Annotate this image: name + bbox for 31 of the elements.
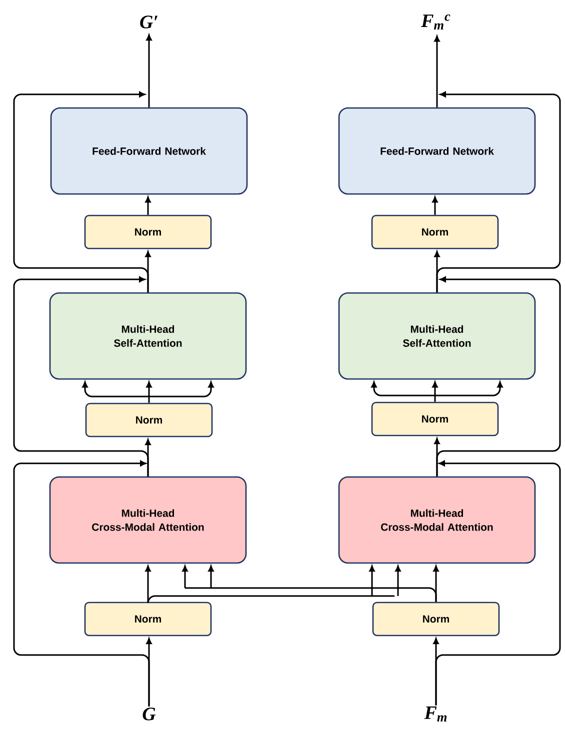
arrow [432, 196, 438, 215]
residual-arrow [436, 92, 561, 292]
self-attention-box: Multi-Head Self-Attention [338, 292, 536, 380]
split-arrow [82, 382, 214, 403]
split-arrow [371, 382, 503, 402]
arrow [145, 196, 151, 215]
arrow [434, 36, 440, 108]
cross-attention-box: Multi-Head Cross-Modal Attention [338, 476, 536, 564]
residual-arrow [13, 276, 149, 476]
self-attention-box: Multi-Head Self-Attention [49, 292, 247, 380]
cross-arrow [182, 566, 437, 602]
norm-box: Norm [371, 214, 499, 250]
symbol-label: F$_{m}$c [421, 14, 450, 30]
residual-arrow [13, 92, 149, 292]
cross-attention-box: Multi-Head Cross-Modal Attention [49, 476, 247, 564]
norm-box: Norm [84, 214, 212, 250]
symbol-label: F$_{m}$ [424, 706, 447, 722]
feed-forward-box: Feed-Forward Network [338, 107, 536, 195]
symbol-label: G [142, 708, 156, 720]
norm-box: Norm [372, 602, 500, 636]
residual-arrow [13, 460, 150, 706]
arrow [145, 566, 151, 602]
residual-arrow [435, 460, 561, 706]
cross-arrow [147, 566, 401, 604]
arrow [146, 34, 152, 108]
norm-box: Norm [371, 402, 499, 436]
residual-arrow [436, 276, 561, 476]
symbol-label: G′ [140, 16, 158, 28]
feed-forward-box: Feed-Forward Network [50, 107, 248, 195]
norm-box: Norm [85, 402, 213, 438]
norm-box: Norm [84, 602, 212, 636]
